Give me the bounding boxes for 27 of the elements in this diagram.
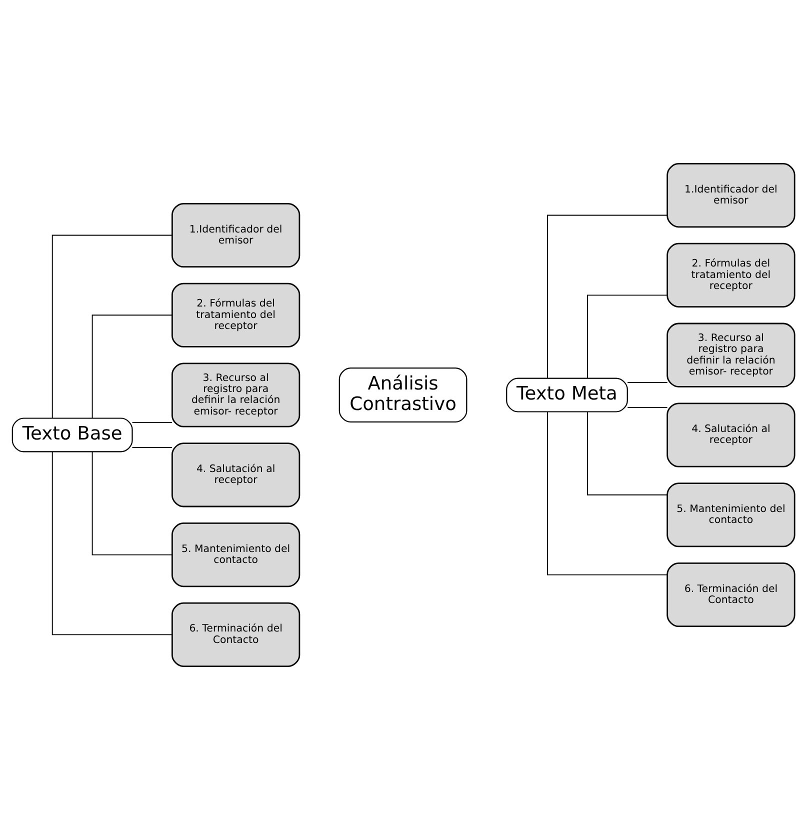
node-box: Texto Base bbox=[12, 418, 133, 452]
connector bbox=[92, 314, 172, 419]
node-box: 1.Identificador del emisor bbox=[666, 163, 796, 228]
node-box: 2. Fórmulas del tratamiento del receptor bbox=[172, 282, 300, 348]
node-box: Análisis Contrastivo bbox=[338, 368, 468, 423]
node-box: 4. Salutación al receptor bbox=[172, 442, 300, 508]
connector bbox=[132, 447, 172, 448]
node-box: 3. Recurso al registro para definir la relación emisor- receptor bbox=[172, 362, 300, 428]
connector bbox=[52, 234, 173, 418]
node-box: Texto Meta bbox=[506, 378, 628, 412]
connector bbox=[52, 452, 173, 636]
connector bbox=[586, 294, 668, 379]
connector bbox=[586, 412, 668, 496]
node-box: 4. Salutación al receptor bbox=[666, 402, 796, 468]
node-box: 3. Recurso al registro para definir la relación emisor- receptor bbox=[666, 322, 796, 388]
node-box: 2. Fórmulas del tratamiento del receptor bbox=[666, 242, 796, 308]
node-box: 5. Mantenimiento del contacto bbox=[666, 482, 796, 548]
connector bbox=[92, 451, 172, 556]
node-box: 6. Terminación del Contacto bbox=[666, 562, 796, 628]
node-box: 1.Identificador del emisor bbox=[172, 202, 300, 268]
connector bbox=[547, 411, 668, 576]
connector bbox=[627, 382, 668, 383]
connector bbox=[627, 407, 668, 408]
node-box: 6. Terminación del Contacto bbox=[172, 602, 300, 667]
node-box: 5. Mantenimiento del contacto bbox=[172, 522, 300, 588]
connector bbox=[547, 214, 668, 379]
connector bbox=[132, 422, 172, 423]
